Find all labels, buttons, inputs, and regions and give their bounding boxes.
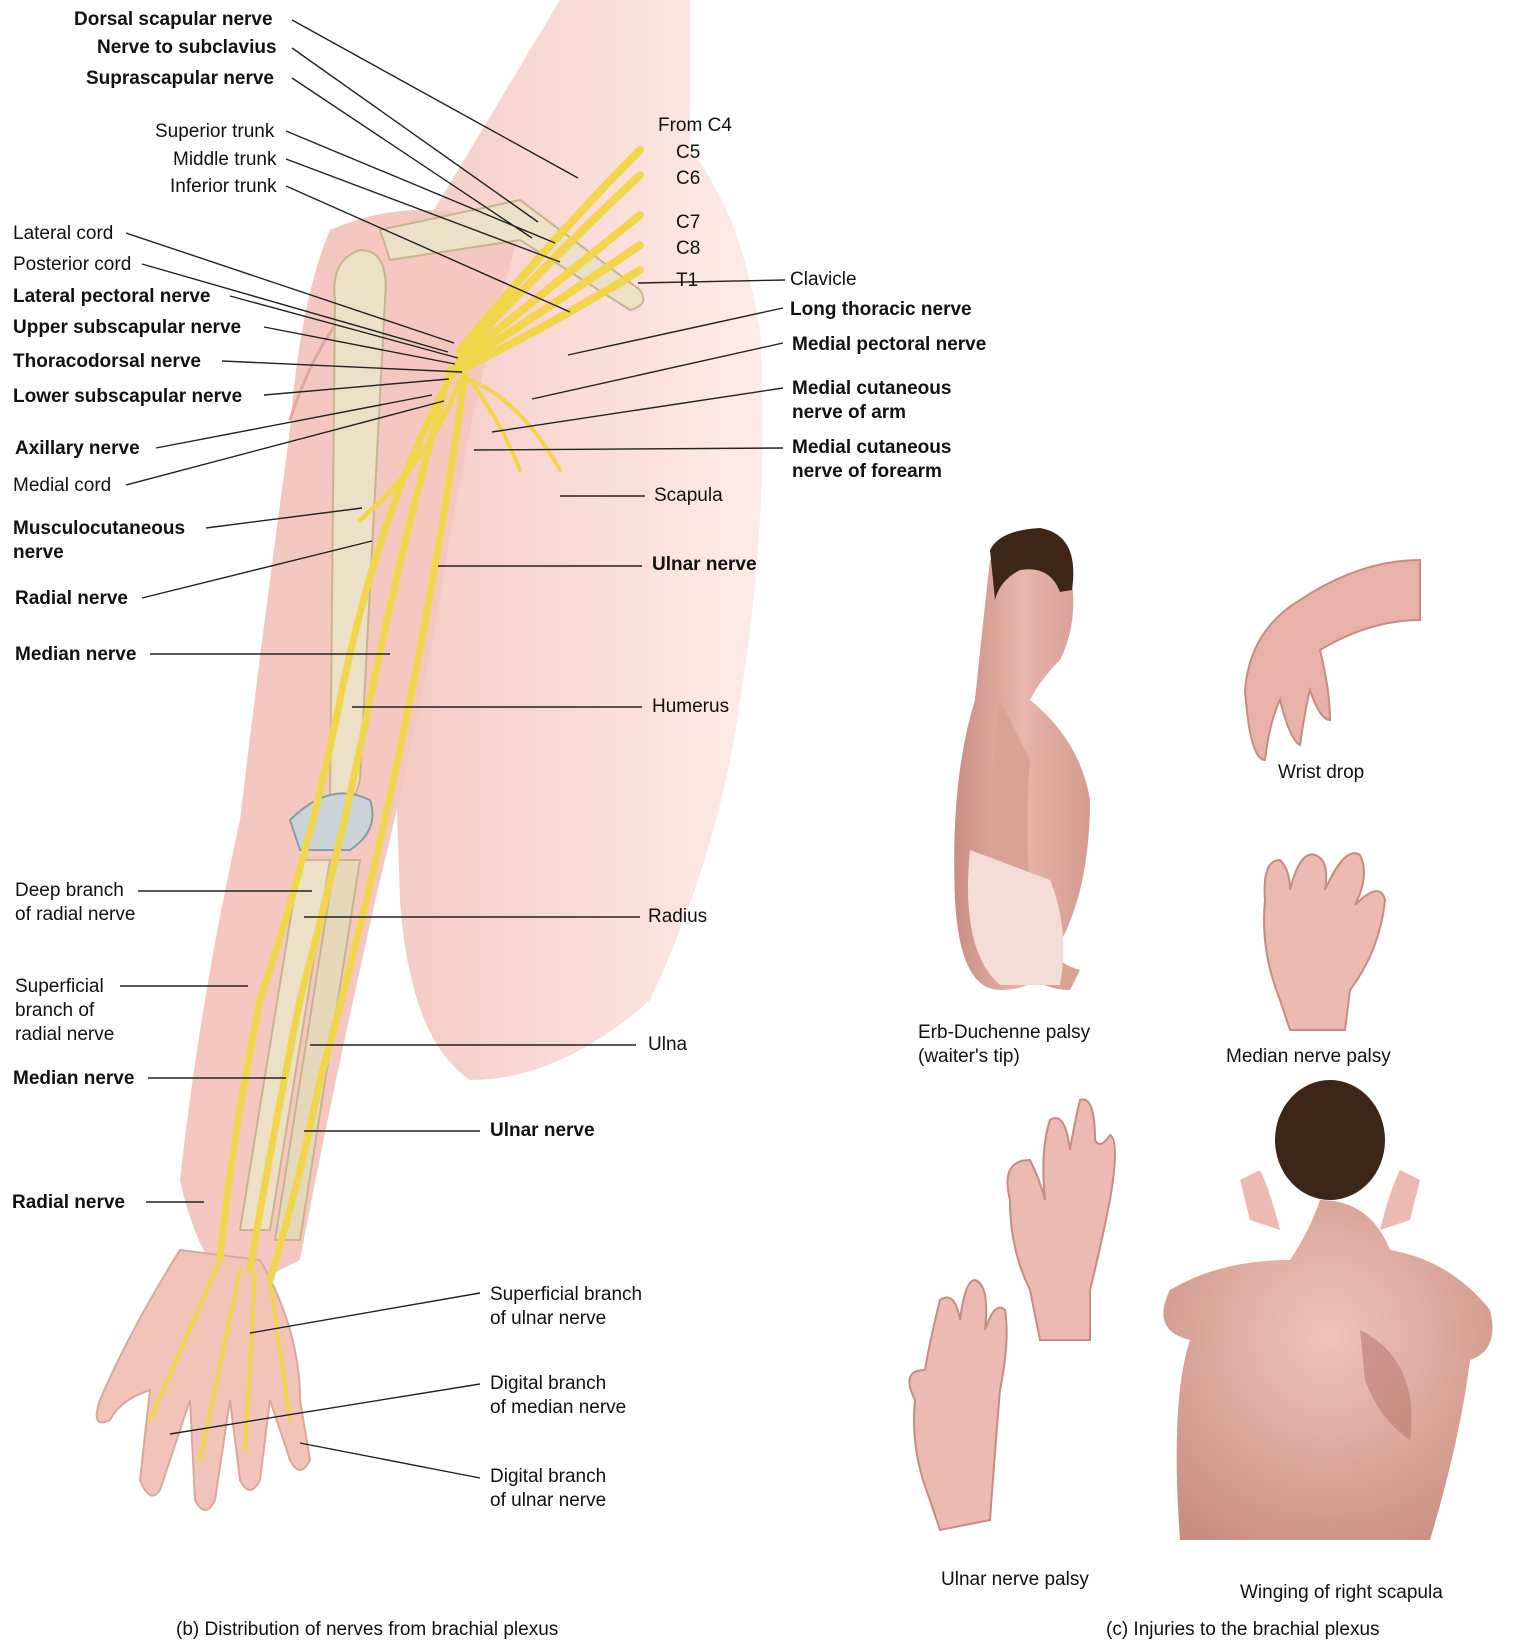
wrist-drop-figure: [1245, 560, 1420, 760]
label-superficial-radial-line2: branch of: [15, 999, 94, 1022]
label-medial-cutaneous-forearm-line2: nerve of forearm: [792, 460, 942, 483]
label-c7: C7: [676, 211, 700, 234]
caption-panel-c: (c) Injuries to the brachial plexus: [1106, 1618, 1380, 1641]
label-ulnar-nerve-palsy: Ulnar nerve palsy: [941, 1568, 1089, 1591]
label-from-c4: From C4: [658, 114, 732, 137]
label-winging-scapula: Winging of right scapula: [1240, 1581, 1443, 1604]
label-superficial-radial-line1: Superficial: [15, 975, 104, 998]
label-inferior-trunk: Inferior trunk: [170, 175, 277, 198]
label-radial-nerve-upper: Radial nerve: [15, 587, 128, 610]
label-ulnar-nerve-upper: Ulnar nerve: [652, 553, 757, 576]
label-medial-cutaneous-arm-line2: nerve of arm: [792, 401, 906, 424]
label-axillary-nerve: Axillary nerve: [15, 437, 140, 460]
label-upper-subscapular-nerve: Upper subscapular nerve: [13, 316, 241, 339]
label-deep-radial-line2: of radial nerve: [15, 903, 135, 926]
label-scapula: Scapula: [654, 484, 723, 507]
label-digital-median-line1: Digital branch: [490, 1372, 606, 1395]
label-digital-median-line2: of median nerve: [490, 1396, 626, 1419]
label-superficial-radial-line3: radial nerve: [15, 1023, 114, 1046]
label-suprascapular-nerve: Suprascapular nerve: [86, 67, 274, 90]
label-radial-nerve-lower: Radial nerve: [12, 1191, 125, 1214]
label-radius: Radius: [648, 905, 707, 928]
label-c8: C8: [676, 237, 700, 260]
label-medial-pectoral-nerve: Medial pectoral nerve: [792, 333, 986, 356]
label-dorsal-scapular-nerve: Dorsal scapular nerve: [74, 8, 273, 31]
label-clavicle: Clavicle: [790, 268, 857, 291]
label-medial-cutaneous-forearm-line1: Medial cutaneous: [792, 436, 951, 459]
label-posterior-cord: Posterior cord: [13, 253, 131, 276]
ulnar-palsy-hands: [909, 1100, 1115, 1531]
label-erb-duchenne-line1: Erb-Duchenne palsy: [918, 1021, 1090, 1044]
label-humerus: Humerus: [652, 695, 729, 718]
label-thoracodorsal-nerve: Thoracodorsal nerve: [13, 350, 201, 373]
label-c6: C6: [676, 167, 700, 190]
label-middle-trunk: Middle trunk: [173, 148, 277, 171]
label-medial-cord: Medial cord: [13, 474, 111, 497]
label-ulna: Ulna: [648, 1033, 687, 1056]
label-lateral-pectoral-nerve: Lateral pectoral nerve: [13, 285, 210, 308]
label-musculocutaneous-line1: Musculocutaneous: [13, 517, 185, 540]
label-lower-subscapular-nerve: Lower subscapular nerve: [13, 385, 242, 408]
label-digital-ulnar-line2: of ulnar nerve: [490, 1489, 606, 1512]
erb-duchenne-figure: [954, 528, 1090, 990]
label-deep-radial-line1: Deep branch: [15, 879, 124, 902]
hand-silhouette: [97, 1250, 310, 1510]
label-superficial-ulnar-line2: of ulnar nerve: [490, 1307, 606, 1330]
label-erb-duchenne-line2: (waiter's tip): [918, 1045, 1020, 1068]
label-c5: C5: [676, 141, 700, 164]
median-palsy-hand: [1264, 853, 1385, 1030]
label-median-nerve-lower: Median nerve: [13, 1067, 134, 1090]
caption-panel-b: (b) Distribution of nerves from brachial…: [176, 1618, 558, 1641]
label-t1: T1: [676, 269, 698, 292]
label-wrist-drop: Wrist drop: [1278, 761, 1364, 784]
label-nerve-to-subclavius: Nerve to subclavius: [97, 36, 277, 59]
label-digital-ulnar-line1: Digital branch: [490, 1465, 606, 1488]
label-ulnar-nerve-lower: Ulnar nerve: [490, 1119, 595, 1142]
label-median-nerve-upper: Median nerve: [15, 643, 136, 666]
winging-scapula-figure: [1163, 1080, 1492, 1540]
label-superior-trunk: Superior trunk: [155, 120, 274, 143]
label-long-thoracic-nerve: Long thoracic nerve: [790, 298, 972, 321]
label-lateral-cord: Lateral cord: [13, 222, 113, 245]
label-superficial-ulnar-line1: Superficial branch: [490, 1283, 642, 1306]
label-median-nerve-palsy: Median nerve palsy: [1226, 1045, 1391, 1068]
label-musculocutaneous-line2: nerve: [13, 541, 64, 564]
label-medial-cutaneous-arm-line1: Medial cutaneous: [792, 377, 951, 400]
